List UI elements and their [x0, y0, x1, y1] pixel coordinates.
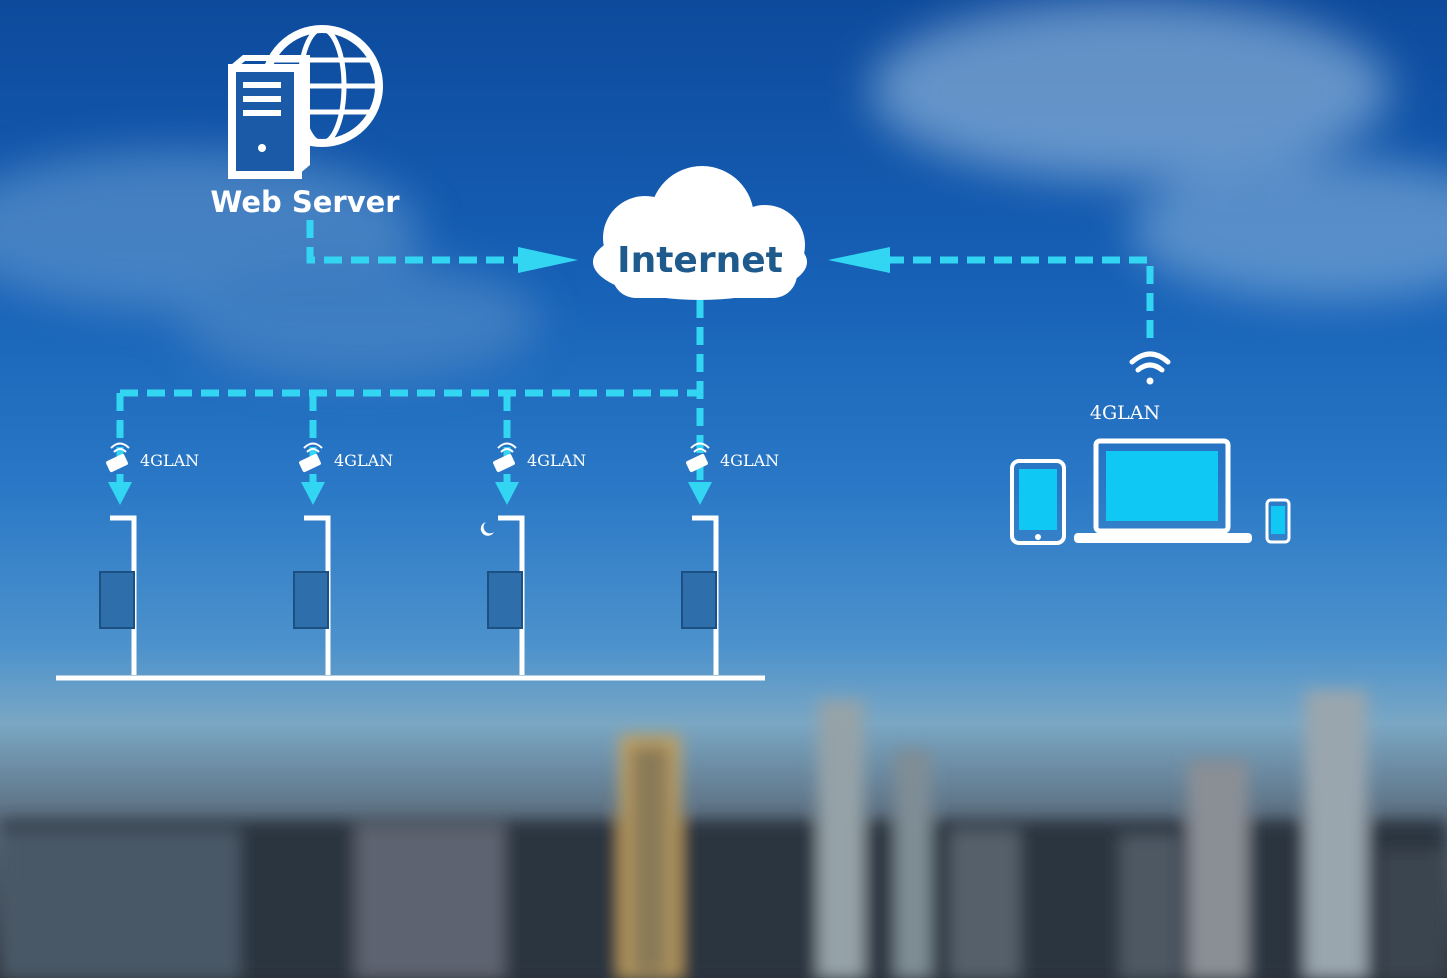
- pole-2: [293, 515, 331, 675]
- lan-label-1: 4GLAN: [140, 451, 199, 470]
- arrow-node-4: [688, 482, 712, 505]
- node-1: 4GLAN: [106, 442, 199, 473]
- wifi-icon: [1129, 351, 1171, 385]
- arrow-into-internet-right: [828, 247, 890, 273]
- lan-label-4: 4GLAN: [720, 451, 779, 470]
- pole-installations: [56, 515, 765, 681]
- lan-label-2: 4GLAN: [334, 451, 393, 470]
- background-clouds: [0, 0, 1447, 380]
- camera-wifi-icon: [493, 442, 517, 473]
- arrowheads: [108, 247, 890, 505]
- phone-icon: [1265, 498, 1291, 544]
- camera-wifi-icon: [686, 442, 710, 473]
- node-4: 4GLAN: [686, 442, 779, 473]
- pole-4: [681, 515, 719, 675]
- pole-3: [480, 515, 525, 675]
- arrow-node-2: [301, 482, 325, 505]
- web-server-label: Web Server: [210, 185, 400, 219]
- lan-label-3: 4GLAN: [527, 451, 586, 470]
- camera-wifi-icon: [299, 442, 323, 473]
- arrow-into-internet-left: [518, 247, 578, 273]
- lan-label-devices: 4GLAN: [1090, 402, 1160, 424]
- cloud-icon: [593, 166, 807, 300]
- city-skyline: [0, 690, 1447, 978]
- pole-1: [99, 515, 137, 675]
- link-devices-internet: [870, 256, 1154, 338]
- tablet-icon: [1010, 459, 1066, 545]
- arrow-node-1: [108, 482, 132, 505]
- internet-label: Internet: [617, 240, 783, 281]
- camera-wifi-icon: [106, 442, 130, 473]
- arrow-node-3: [495, 482, 519, 505]
- server-globe-icon: [228, 25, 383, 179]
- node-2: 4GLAN: [299, 442, 393, 473]
- node-3: 4GLAN: [493, 442, 586, 473]
- link-server-internet: [306, 220, 540, 264]
- connection-lines: [116, 220, 1154, 485]
- laptop-icon: [1074, 438, 1252, 543]
